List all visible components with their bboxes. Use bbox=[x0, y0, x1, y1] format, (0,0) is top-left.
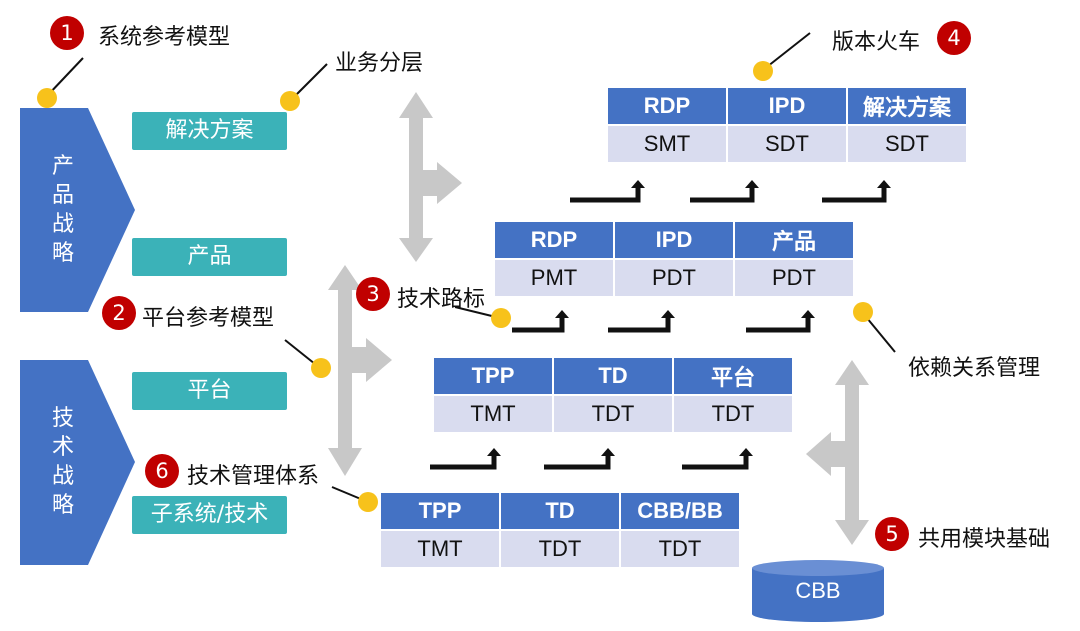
table-cbb: TPP TD CBB/BB TMT TDT TDT bbox=[381, 493, 739, 567]
table-header: 平台 bbox=[673, 358, 792, 395]
table-header: IPD bbox=[727, 88, 848, 125]
cbb-label: CBB bbox=[795, 578, 841, 603]
table-cell: SDT bbox=[847, 124, 966, 162]
label-dependency: 依赖关系管理 bbox=[908, 356, 1041, 381]
platform-layer-arrow bbox=[328, 265, 392, 476]
table-header: TPP bbox=[381, 493, 501, 530]
table-solution: RDP IPD 解决方案 SMT SDT SDT bbox=[608, 88, 966, 162]
badge-4: 4 bbox=[937, 21, 971, 55]
table-header: TD bbox=[553, 358, 674, 395]
callout-dot-6 bbox=[358, 492, 378, 512]
dependency-arrow bbox=[806, 360, 869, 545]
badge-6: 6 bbox=[145, 454, 179, 488]
label-tech-roadmap: 技术路标 bbox=[397, 287, 486, 312]
step-arrows bbox=[430, 188, 887, 470]
table-cell: PDT bbox=[734, 258, 853, 296]
callout-dot-2 bbox=[311, 358, 331, 378]
callout-dot-3 bbox=[491, 308, 511, 328]
table-header: TPP bbox=[434, 358, 554, 395]
table-cell: PMT bbox=[495, 258, 615, 296]
layer-product: 产品 bbox=[132, 238, 287, 276]
table-cell: TDT bbox=[553, 394, 674, 432]
layer-platform: 平台 bbox=[132, 372, 287, 410]
badge-1: 1 bbox=[50, 16, 84, 50]
business-layer-arrow bbox=[399, 92, 462, 262]
tech-strategy-label: 技术战略 bbox=[51, 406, 74, 518]
cbb-cylinder bbox=[752, 560, 884, 622]
layer-solution: 解决方案 bbox=[132, 112, 287, 150]
label-tech-management: 技术管理体系 bbox=[187, 464, 320, 489]
table-cell: PDT bbox=[614, 258, 735, 296]
table-header: CBB/BB bbox=[620, 493, 739, 530]
layer-subsystem: 子系统/技术 bbox=[132, 496, 287, 534]
table-header: 产品 bbox=[734, 222, 853, 259]
product-strategy-label: 产品战略 bbox=[51, 154, 74, 266]
label-release-train: 版本火车 bbox=[832, 30, 921, 55]
label-system-model: 系统参考模型 bbox=[98, 25, 231, 50]
product-strategy-chevron bbox=[20, 108, 135, 312]
badge-5: 5 bbox=[875, 517, 909, 551]
table-cell: TDT bbox=[673, 394, 792, 432]
table-cell: TDT bbox=[500, 529, 621, 567]
table-header: IPD bbox=[614, 222, 735, 259]
badge-3: 3 bbox=[356, 277, 390, 311]
table-cell: TDT bbox=[620, 529, 739, 567]
label-business-layer: 业务分层 bbox=[335, 51, 424, 76]
tech-strategy-chevron bbox=[20, 360, 135, 565]
callout-dot-dependency bbox=[853, 302, 873, 322]
table-header: 解决方案 bbox=[847, 88, 966, 125]
label-common-module: 共用模块基础 bbox=[918, 527, 1051, 552]
table-header: RDP bbox=[608, 88, 728, 125]
callout-dot-1 bbox=[37, 88, 57, 108]
table-header: TD bbox=[500, 493, 621, 530]
table-cell: SMT bbox=[608, 124, 728, 162]
table-header: RDP bbox=[495, 222, 615, 259]
table-platform: TPP TD 平台 TMT TDT TDT bbox=[434, 358, 792, 432]
table-cell: SDT bbox=[727, 124, 848, 162]
callout-dot-4 bbox=[753, 61, 773, 81]
label-platform-model: 平台参考模型 bbox=[142, 306, 275, 331]
table-product: RDP IPD 产品 PMT PDT PDT bbox=[495, 222, 853, 296]
callout-dot-business bbox=[280, 91, 300, 111]
table-cell: TMT bbox=[381, 529, 501, 567]
badge-2: 2 bbox=[102, 296, 136, 330]
table-cell: TMT bbox=[434, 394, 554, 432]
